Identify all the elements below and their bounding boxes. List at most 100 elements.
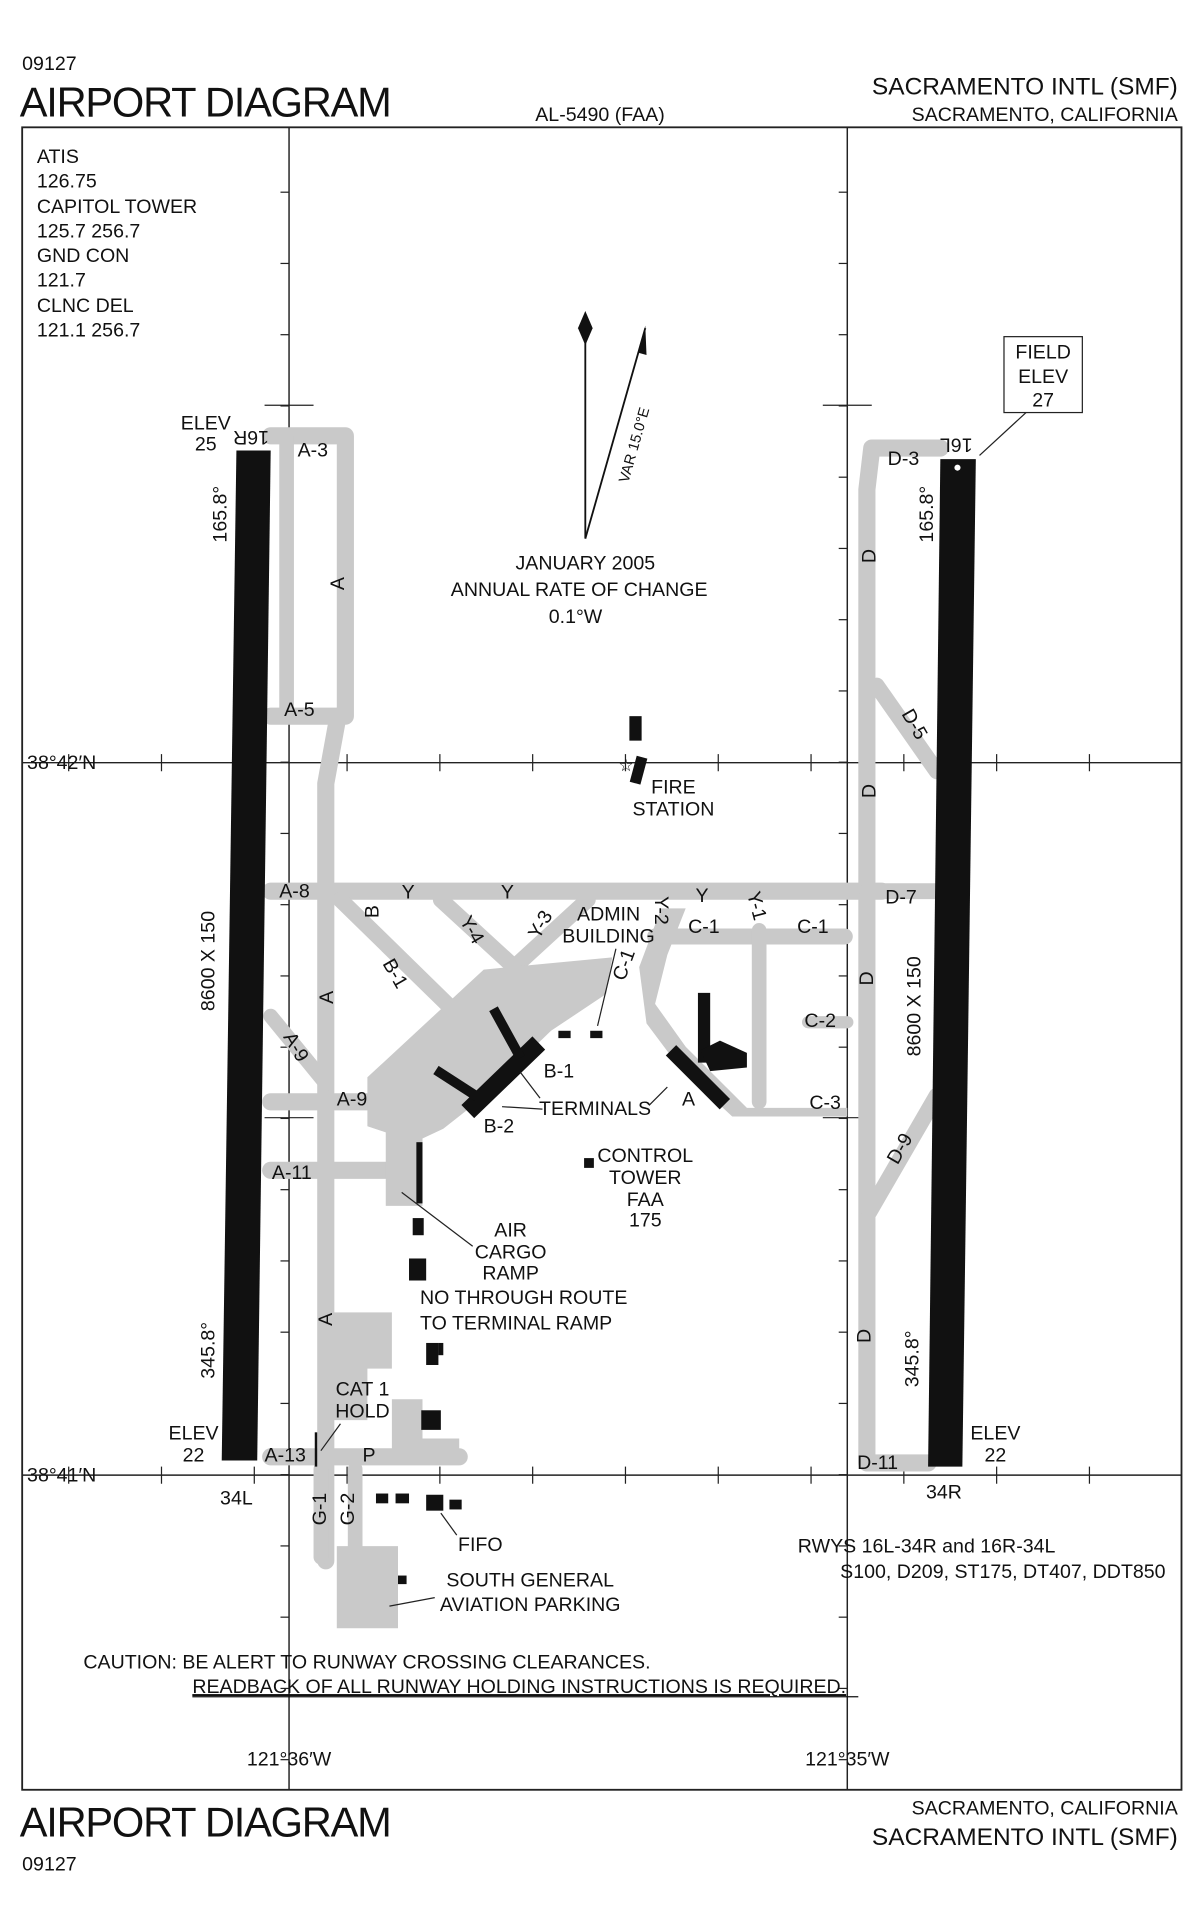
control-tower: [584, 1158, 594, 1168]
svg-text:B: B: [361, 905, 383, 918]
svg-text:RAMP: RAMP: [482, 1262, 539, 1284]
svg-text:A-13: A-13: [265, 1445, 306, 1467]
cargo-building: [421, 1410, 441, 1430]
buildings: [375, 716, 747, 1585]
freq-label: GND CON: [37, 245, 129, 267]
facility-labels: ☆ FIRE STATION ADMIN BUILDING B-1 B-2 TE…: [314, 755, 714, 1616]
runway-left-labels: ELEV 25 16R 165.8° 8600 X 150 345.8° ELE…: [169, 413, 270, 1510]
svg-text:Y-2: Y-2: [650, 896, 672, 925]
svg-text:TERMINALS: TERMINALS: [539, 1098, 651, 1120]
leader-line: [979, 412, 1027, 456]
fire-station: [629, 716, 642, 741]
freq-value: 125.7 256.7: [37, 220, 140, 242]
svg-text:P: P: [363, 1445, 376, 1467]
svg-text:C-1: C-1: [609, 946, 640, 983]
svg-text:D: D: [858, 784, 880, 798]
svg-text:ELEV: ELEV: [970, 1423, 1020, 1445]
svg-text:HOLD: HOLD: [335, 1401, 389, 1423]
svg-text:ELEV: ELEV: [181, 413, 231, 435]
svg-text:A: A: [682, 1088, 696, 1110]
lon-label: 121°35′W: [805, 1748, 890, 1770]
svg-text:Y: Y: [695, 885, 708, 907]
svg-text:D: D: [856, 971, 878, 985]
svg-text:8600 X 150: 8600 X 150: [904, 956, 926, 1056]
freq-value: 121.1 256.7: [37, 320, 140, 342]
field-elev-label: FIELD: [1015, 342, 1070, 364]
svg-text:A: A: [315, 1312, 337, 1326]
svg-text:A-11: A-11: [272, 1162, 312, 1184]
magnetic-variation: VAR 15.0°E: [617, 406, 654, 485]
runway-strength-title: RWYS 16L-34R and 16R-34L: [798, 1535, 1056, 1557]
svg-text:FIRE: FIRE: [651, 776, 696, 798]
chart-number: 09127: [22, 53, 76, 75]
svg-text:A: A: [327, 576, 349, 590]
svg-text:Y: Y: [501, 882, 514, 904]
svg-text:175: 175: [629, 1210, 662, 1232]
svg-text:345.8°: 345.8°: [901, 1330, 923, 1387]
svg-text:22: 22: [183, 1445, 205, 1467]
svg-text:16L: 16L: [940, 433, 973, 455]
svg-text:C-1: C-1: [797, 916, 829, 938]
variation-date: JANUARY 2005: [515, 552, 655, 574]
svg-text:16R: 16R: [233, 426, 269, 448]
svg-text:A-5: A-5: [284, 699, 315, 721]
terminal-b-pier: [489, 1006, 525, 1061]
sga-building: [398, 1575, 407, 1585]
svg-text:NO THROUGH ROUTE: NO THROUGH ROUTE: [420, 1287, 627, 1309]
svg-text:345.8°: 345.8°: [197, 1322, 219, 1379]
fifo-building: [375, 1493, 389, 1504]
svg-text:TO TERMINAL RAMP: TO TERMINAL RAMP: [420, 1312, 612, 1334]
field-elev-box: [1003, 336, 1083, 414]
svg-text:25: 25: [195, 434, 217, 456]
freq-value: 121.7: [37, 269, 86, 291]
rate-label: ANNUAL RATE OF CHANGE: [451, 579, 708, 601]
cargo-building: [438, 1342, 444, 1356]
terminal-b-pier: [433, 1065, 481, 1101]
svg-text:165.8°: 165.8°: [210, 486, 232, 543]
fire-station: [629, 755, 648, 785]
caution-line-1: CAUTION: BE ALERT TO RUNWAY CROSSING CLE…: [83, 1652, 650, 1674]
svg-text:Y: Y: [402, 882, 415, 904]
svg-text:A-3: A-3: [298, 440, 329, 462]
svg-text:ADMIN: ADMIN: [577, 904, 640, 926]
diagram-frame: [21, 126, 1183, 1791]
svg-text:D: D: [854, 1329, 876, 1343]
footer-airport-name: SACRAMENTO INTL (SMF): [872, 1824, 1178, 1851]
freq-label: CAPITOL TOWER: [37, 196, 197, 218]
svg-text:8600 X 150: 8600 X 150: [197, 911, 219, 1011]
north-arrow-icon: [577, 310, 647, 539]
svg-text:D-3: D-3: [888, 448, 920, 470]
svg-text:34L: 34L: [220, 1488, 253, 1510]
svg-text:TOWER: TOWER: [609, 1167, 682, 1189]
freq-value: 126.75: [37, 170, 97, 192]
lat-label: 38°42′N: [27, 752, 96, 774]
svg-text:C-2: C-2: [804, 1010, 836, 1032]
fifo-building: [426, 1494, 444, 1511]
terminal-a: [665, 1045, 731, 1110]
svg-text:22: 22: [985, 1445, 1007, 1467]
lat-label: 38°41′N: [27, 1464, 96, 1486]
runway-16r-34l: [221, 450, 271, 1461]
svg-text:B-1: B-1: [544, 1060, 574, 1082]
runway-16l-34r: [928, 459, 976, 1467]
svg-text:G-1: G-1: [309, 1493, 331, 1526]
svg-text:A: A: [316, 990, 338, 1004]
svg-text:STATION: STATION: [632, 798, 714, 820]
svg-text:ELEV: ELEV: [169, 1423, 219, 1445]
svg-text:AIR: AIR: [494, 1219, 527, 1241]
admin-building: [590, 1030, 603, 1039]
svg-text:D-7: D-7: [885, 886, 917, 908]
rate-value: 0.1°W: [549, 606, 603, 628]
svg-text:165.8°: 165.8°: [916, 486, 938, 543]
field-elev-point: [954, 464, 961, 471]
footer-chart-number: 09127: [22, 1854, 76, 1876]
svg-text:B-2: B-2: [484, 1115, 514, 1137]
frequency-list: ATIS 126.75 CAPITOL TOWER 125.7 256.7 GN…: [37, 146, 197, 342]
svg-text:BUILDING: BUILDING: [562, 926, 654, 948]
svg-text:D: D: [858, 549, 880, 563]
airport-name: SACRAMENTO INTL (SMF): [872, 73, 1178, 100]
svg-text:G-2: G-2: [337, 1493, 359, 1526]
fifo-building: [395, 1493, 410, 1504]
cargo-building: [426, 1342, 439, 1365]
svg-text:FAA: FAA: [627, 1189, 665, 1211]
